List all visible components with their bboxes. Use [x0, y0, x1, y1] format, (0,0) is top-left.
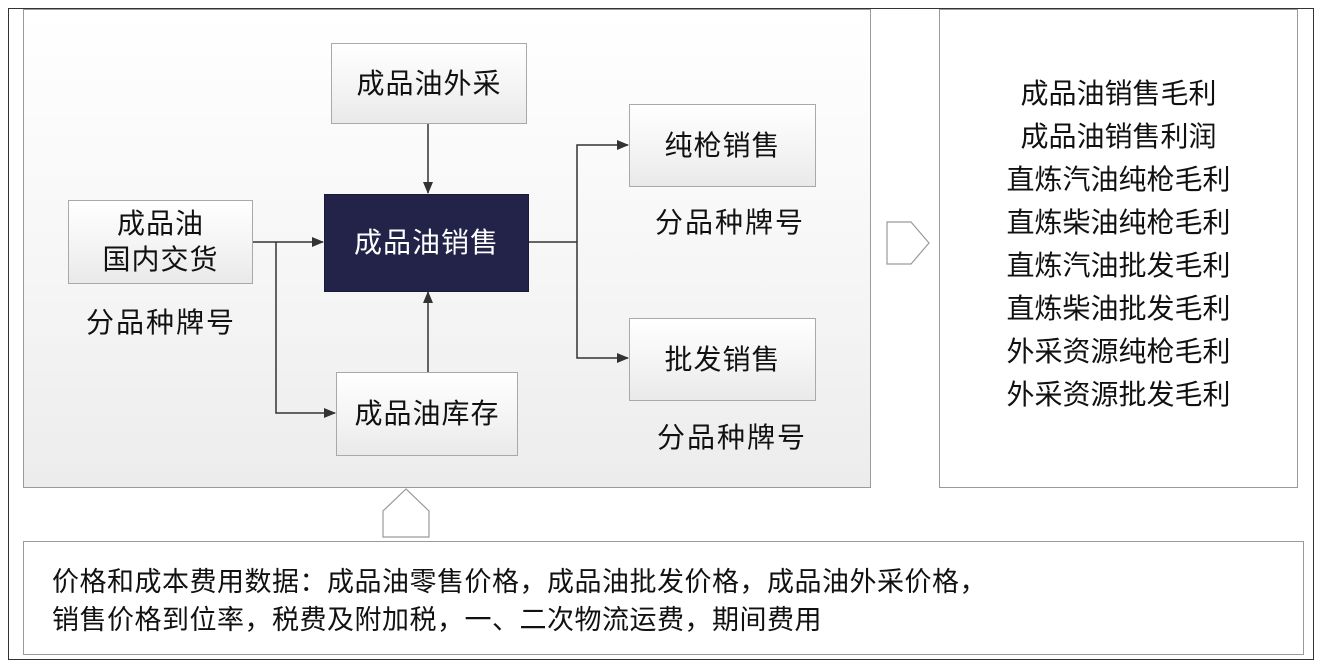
data-sources-line: 销售价格到位率，税费及附加税，一、二次物流运费，期间费用: [52, 605, 822, 636]
metrics-list: 成品油销售毛利 成品油销售利润 直炼汽油纯枪毛利 直炼柴油纯枪毛利 直炼汽油批发…: [939, 72, 1298, 416]
caption-wholesale-sales: 分品种牌号: [657, 421, 808, 454]
node-wholesale-sales: 批发销售: [629, 318, 816, 401]
metric-item: 直炼汽油纯枪毛利: [1006, 163, 1231, 196]
metric-item: 成品油销售利润: [1020, 120, 1217, 153]
data-sources-panel: [23, 541, 1304, 655]
node-inventory: 成品油库存: [336, 372, 518, 456]
outer-frame: [8, 8, 1314, 660]
arrow-sales-to-wholesale: [576, 242, 629, 363]
node-domestic-delivery: 成品油 国内交货: [68, 200, 253, 284]
right-flow-arrow-icon: [886, 221, 930, 265]
metric-item: 直炼柴油批发毛利: [1006, 292, 1231, 325]
metric-item: 外采资源批发毛利: [1006, 378, 1231, 411]
data-sources-line: 价格和成本费用数据：成品油零售价格，成品油批发价格，成品油外采价格，: [52, 567, 987, 598]
up-flow-arrow-icon: [382, 488, 430, 538]
arrow-sales-to-pure-gun: [576, 140, 629, 242]
node-sales: 成品油销售: [324, 194, 529, 292]
metric-item: 外采资源纯枪毛利: [1006, 335, 1231, 368]
data-sources-text: 价格和成本费用数据：成品油零售价格，成品油批发价格，成品油外采价格， 销售价格到…: [52, 564, 1292, 640]
metric-item: 直炼柴油纯枪毛利: [1006, 206, 1231, 239]
metric-item: 成品油销售毛利: [1020, 77, 1217, 110]
node-pure-gun-sales: 纯枪销售: [629, 104, 816, 187]
caption-domestic-delivery: 分品种牌号: [86, 306, 237, 339]
metric-item: 直炼汽油批发毛利: [1006, 249, 1231, 282]
caption-pure-gun-sales: 分品种牌号: [655, 206, 806, 239]
node-outsourcing: 成品油外采: [331, 43, 527, 124]
metrics-panel: [939, 9, 1298, 488]
arrow-delivery-to-inventory: [275, 242, 336, 418]
